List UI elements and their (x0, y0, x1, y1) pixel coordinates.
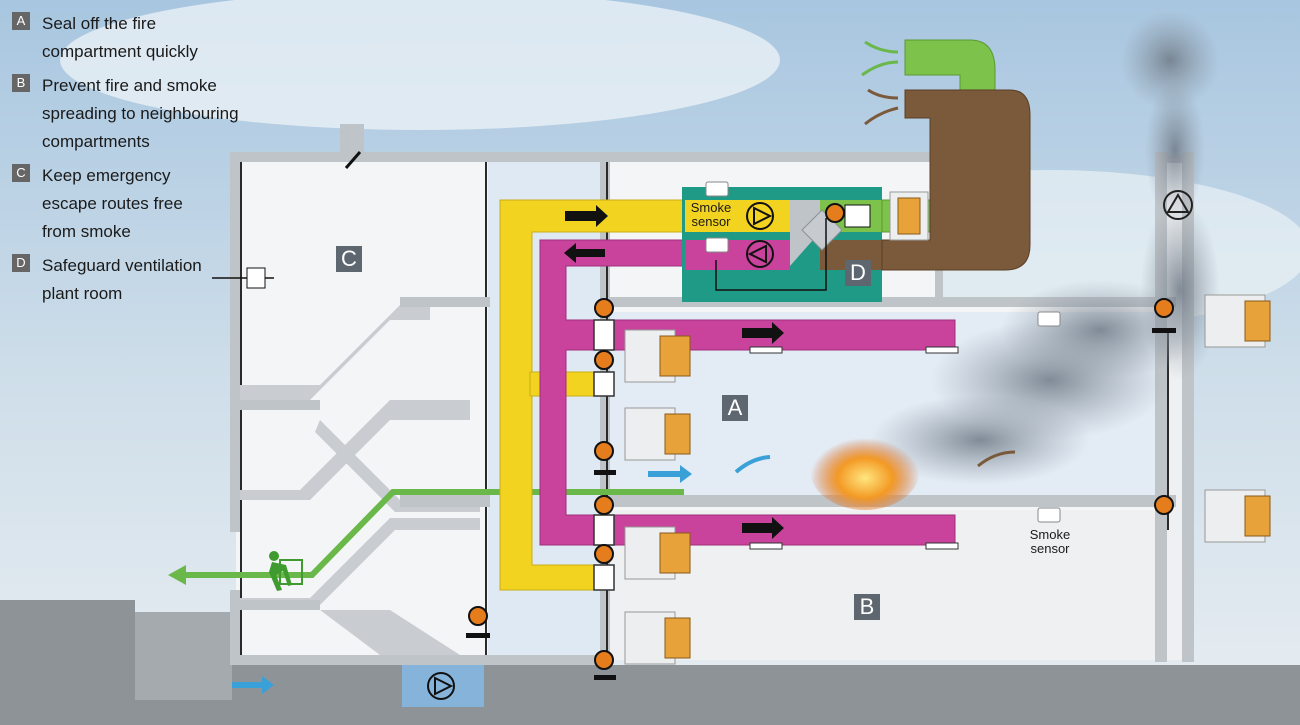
ground (0, 600, 1300, 725)
zone-label-b: B (854, 594, 880, 620)
legend-text: Safeguard ventilation (42, 256, 202, 275)
outdoor-unit-icon (889, 191, 929, 241)
extract-fan-icon (747, 244, 767, 264)
supply-fan-icon (746, 202, 774, 230)
smoke-extract-fan-icon (1166, 193, 1190, 213)
roof-vent-damper-icon (344, 151, 362, 169)
label-line: sensor (1030, 541, 1070, 556)
zone-label-d: D (845, 260, 871, 286)
extract-flow-arrow (742, 517, 784, 539)
smoke-plume (870, 10, 1220, 485)
supply-flow-arrow (565, 205, 608, 227)
fire-damper-unit-icons (624, 294, 1271, 665)
floor-slab (400, 297, 490, 307)
smoke-direction-arrow (977, 450, 1016, 468)
legend-letter: C (12, 164, 30, 182)
extract-fan-icon (746, 240, 774, 268)
exhaust-outlet-arrow (864, 88, 899, 126)
legend-item-b: B Prevent fire and smoke spreading to ne… (12, 72, 272, 156)
legend-text: Keep emergency (42, 166, 171, 185)
legend-text: escape routes free (42, 194, 183, 213)
zone-label-c: C (336, 246, 362, 272)
legend-text: plant room (42, 284, 123, 303)
legend-text: compartment quickly (42, 42, 198, 61)
floor-slab (240, 400, 320, 410)
extract-grille (925, 346, 959, 354)
floor-slab (240, 600, 320, 610)
fire-flames (810, 430, 920, 510)
smoke-sensor-icon (705, 237, 729, 253)
legend-text: from smoke (42, 222, 131, 241)
escape-route-arrow-head (168, 565, 186, 585)
running-person-icon (269, 551, 303, 591)
extract-flow-arrow (742, 322, 784, 344)
extract-grille (749, 542, 783, 550)
fire-dampers (593, 319, 615, 591)
escape-route-line (180, 489, 684, 578)
legend-text: Prevent fire and smoke (42, 76, 217, 95)
damper-motors (468, 203, 1174, 670)
legend-item-a: A Seal off the fire compartment quickly (12, 10, 272, 66)
exhaust-air-duct (881, 89, 1031, 271)
legend: A Seal off the fire compartment quickly … (12, 10, 272, 314)
plant-smoke-sensor-label: Smoke sensor (683, 201, 739, 229)
floor-smoke-sensor-label: Smoke sensor (1020, 528, 1080, 556)
damper-blades (466, 328, 1176, 680)
supply-fan-icon (753, 206, 773, 226)
legend-item-d: D Safeguard ventilation plant room (12, 252, 272, 308)
fresh-air-intake-arrow (861, 40, 899, 77)
extract-flow-arrow (564, 243, 605, 263)
legend-item-c: C Keep emergency escape routes free from… (12, 162, 272, 246)
control-wiring (715, 218, 827, 291)
legend-text: spreading to neighbouring (42, 104, 239, 123)
smoke-extract-fan-icon (1163, 190, 1193, 220)
legend-letter: D (12, 254, 30, 272)
legend-letter: A (12, 12, 30, 30)
cloud (60, 0, 780, 130)
smoke-sensor-icon (705, 181, 729, 197)
inlet-fan-icon (427, 672, 455, 700)
legend-text: compartments (42, 132, 150, 151)
airflow-arrows (734, 455, 771, 474)
zone-label-a: A (722, 395, 748, 421)
ground-slope (135, 612, 232, 700)
airflow-arrows (232, 465, 692, 694)
label-line: Smoke (1029, 527, 1071, 542)
legend-text: Seal off the fire (42, 14, 157, 33)
legend-letter: B (12, 74, 30, 92)
fire-damper-icon (844, 204, 871, 228)
label-line: sensor (691, 214, 731, 229)
inlet-fan-icon (434, 676, 454, 696)
inlet-air-fan-box (402, 665, 484, 707)
smoke-sensor-icon (1037, 311, 1061, 327)
extract-grille (749, 346, 783, 354)
label-line: Smoke (690, 200, 732, 215)
smoke-sensor-icon (1037, 507, 1061, 523)
floor-slab (400, 495, 490, 507)
ahu-extract-section (685, 240, 790, 270)
extract-grille (925, 542, 959, 550)
pressure-relief-damper-icon (246, 267, 266, 289)
